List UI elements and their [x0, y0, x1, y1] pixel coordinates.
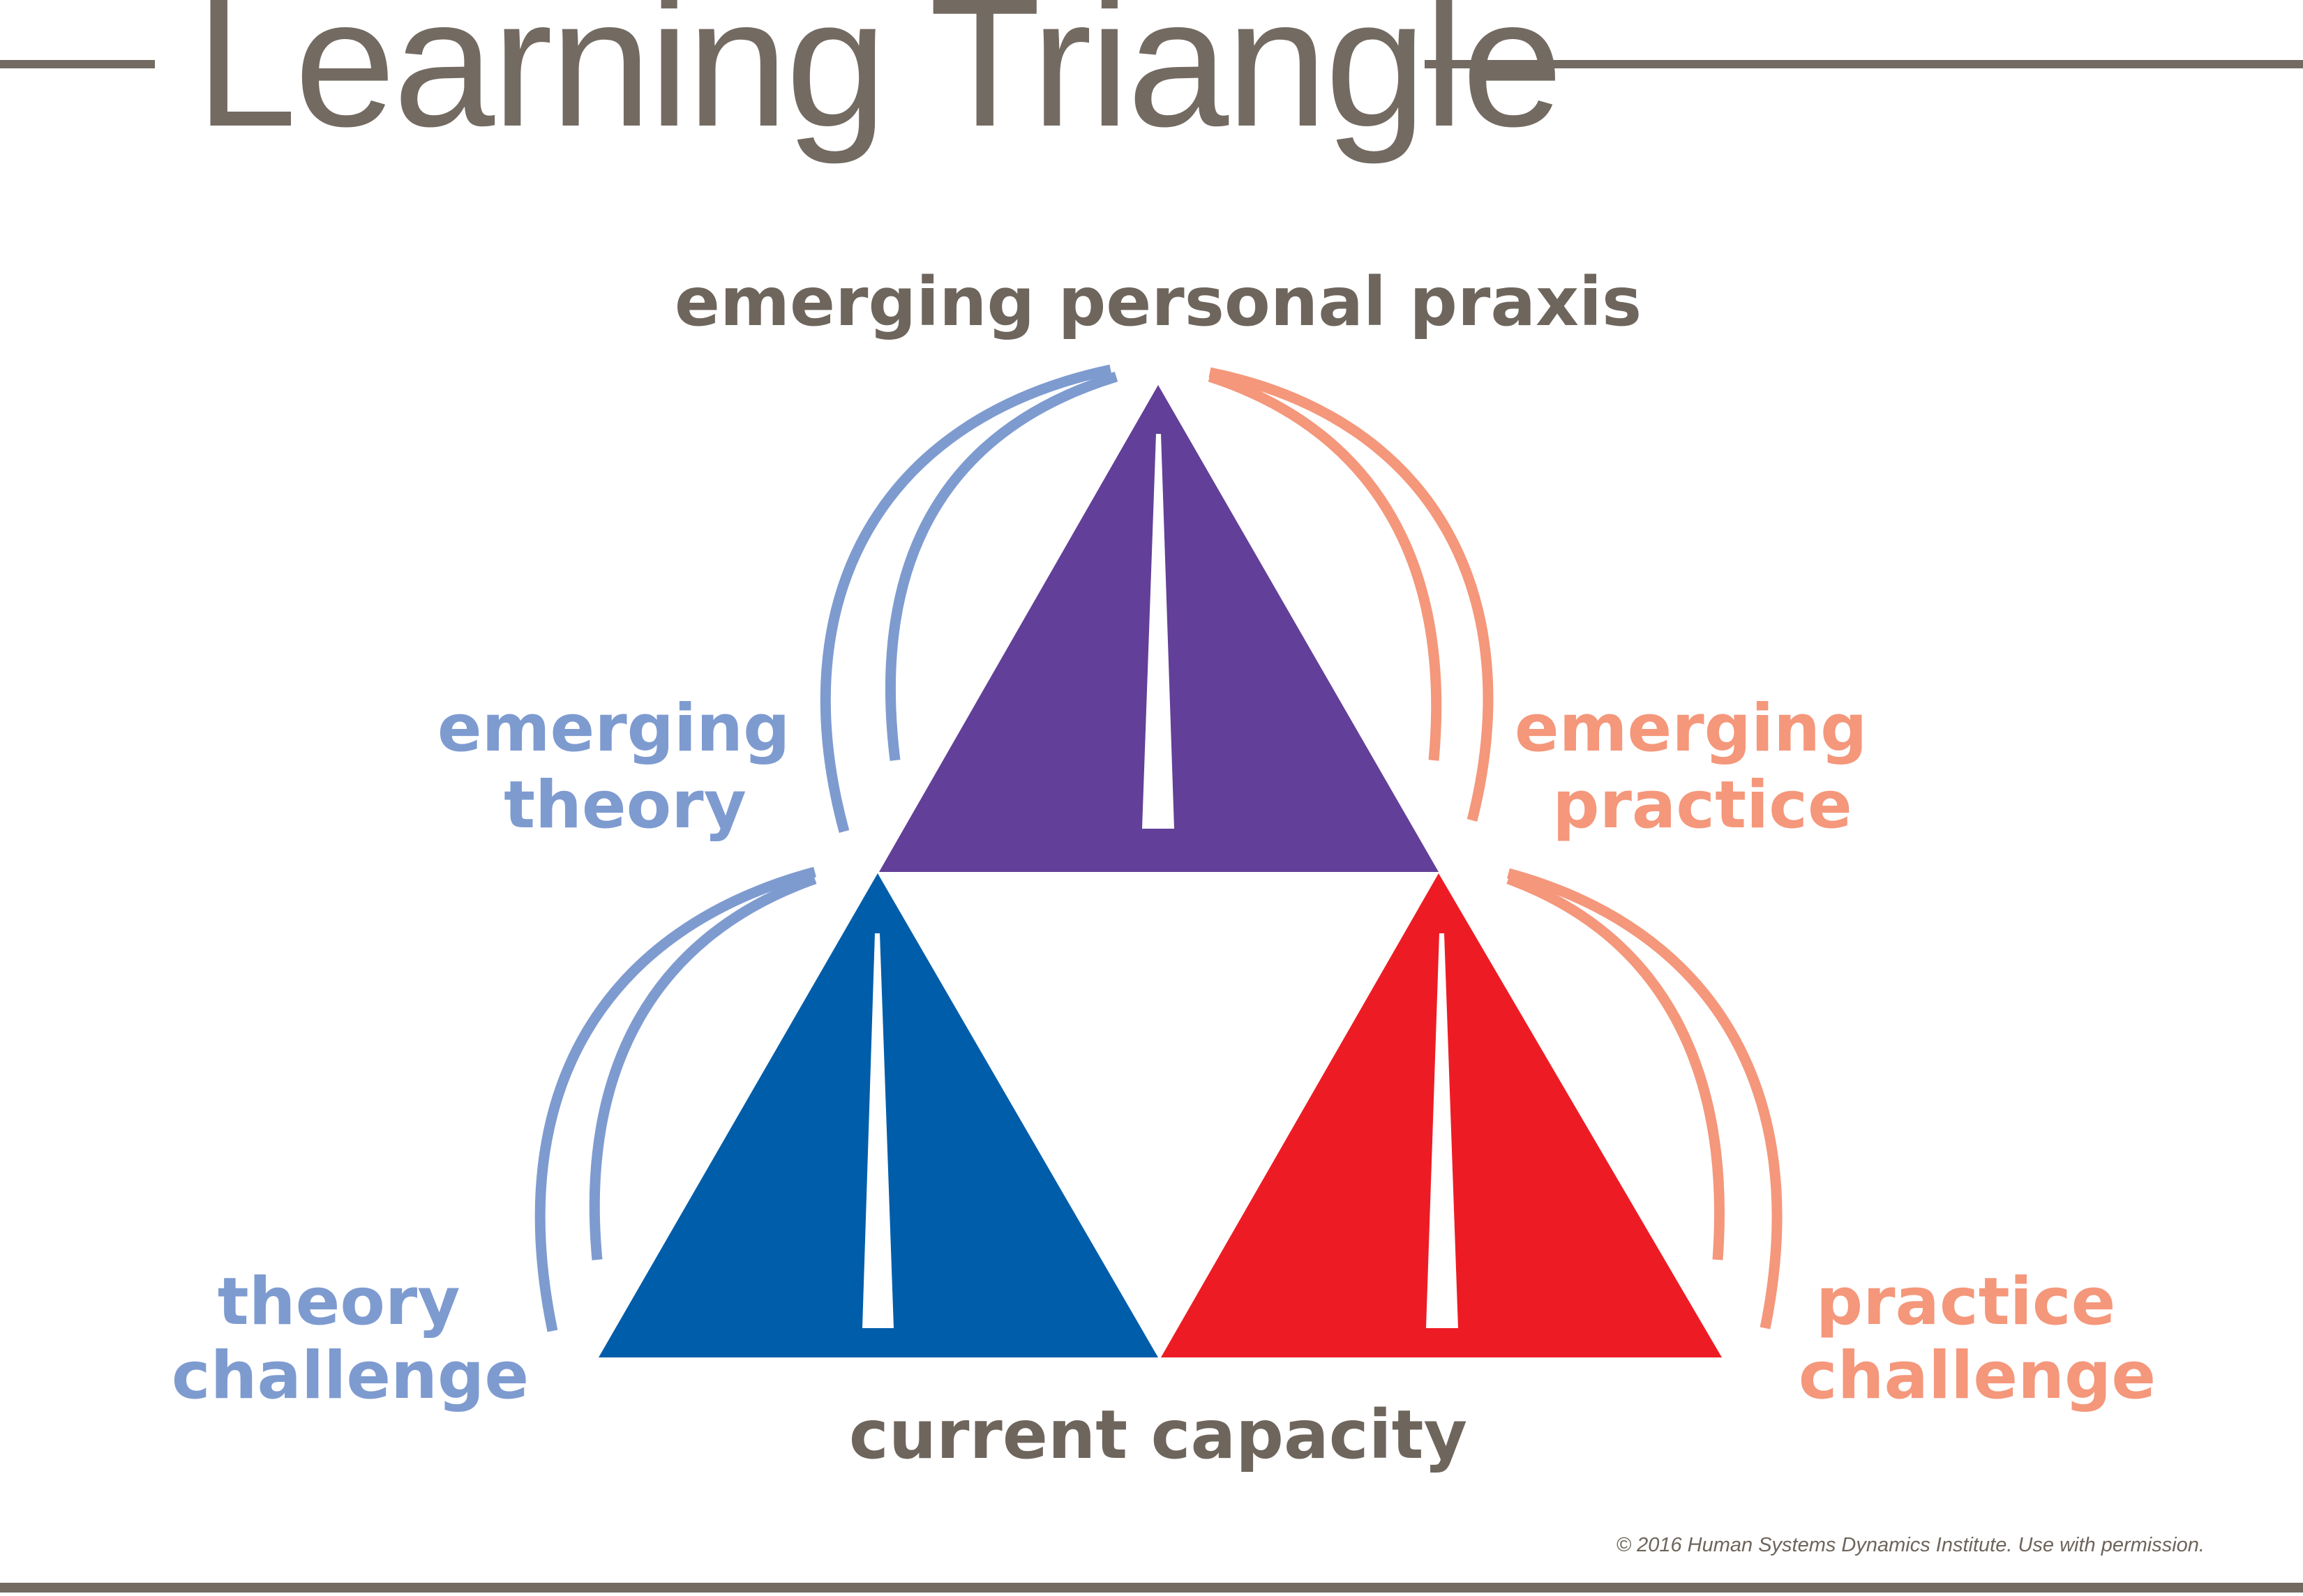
title-bar: Learning Triangle [0, 0, 2303, 165]
label-emerging-theory-line1: emerging [437, 691, 790, 767]
emerging-theory-arc-inner [885, 371, 1118, 761]
label-emerging-practice-line2: practice [1552, 767, 1852, 843]
label-emerging-theory-line2: theory [504, 767, 747, 843]
label-theory-challenge-line2: challenge [172, 1338, 529, 1414]
labels: emerging personal praxis current capacit… [172, 263, 2205, 1556]
practice-wedge [1426, 933, 1458, 1328]
emerging-theory-arc-outer [820, 364, 1112, 833]
curved-arrows [534, 364, 1783, 1332]
emerging-practice-arc-inner [1208, 371, 1442, 761]
praxis-wedge [1142, 434, 1174, 829]
label-practice-challenge-line1: practice [1816, 1264, 2115, 1340]
label-emerging-theory: emerging theory [437, 691, 813, 843]
theory-challenge-arc-outer [534, 866, 816, 1332]
emerging-practice-arc-outer [1208, 367, 1494, 822]
label-theory-challenge: theory challenge [172, 1264, 529, 1414]
label-emerging-personal-praxis: emerging personal praxis [675, 263, 1642, 341]
theory-wedge [862, 933, 894, 1328]
label-practice-challenge-line2: challenge [1799, 1338, 2156, 1414]
practice-challenge-arc-inner [1506, 873, 1725, 1260]
copyright-notice: © 2016 Human Systems Dynamics Institute.… [1616, 1534, 2205, 1556]
triangles [599, 385, 1722, 1357]
page-title: Learning Triangle [195, 0, 1561, 165]
label-emerging-practice: emerging practice [1515, 691, 1890, 843]
label-current-capacity: current capacity [849, 1396, 1467, 1474]
label-emerging-practice-line1: emerging [1515, 691, 1868, 767]
theory-challenge-arc-inner [589, 873, 817, 1260]
label-theory-challenge-line1: theory [218, 1264, 460, 1340]
practice-challenge-arc-outer [1507, 868, 1783, 1330]
label-practice-challenge: practice challenge [1799, 1264, 2156, 1414]
